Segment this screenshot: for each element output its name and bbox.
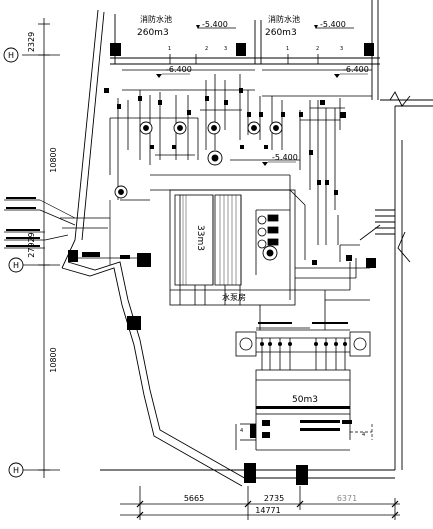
pool-right-title: 消防水池 (268, 14, 300, 24)
dim-vertical-lower: 10800 (49, 347, 58, 372)
pipe-mark-3a: 3 (224, 46, 227, 52)
dim-bottom-right: 6371 (337, 494, 357, 503)
level-marker-top-left: -6.400 (156, 65, 192, 78)
lower-equipment-valves (258, 322, 348, 346)
pipe-mark-2a: 2 (205, 46, 208, 52)
pool-left-level: -5.400 (202, 20, 228, 29)
svg-text:H: H (8, 51, 14, 60)
pool-right-capacity: 260m3 (265, 28, 297, 38)
bottom-dimension-ticks (136, 500, 399, 519)
svg-text:H: H (13, 261, 19, 270)
pipe-mark-1b: 1 (286, 46, 289, 52)
tank-50-details (250, 406, 352, 438)
structural-columns (68, 43, 374, 485)
dashed-leader (350, 424, 373, 440)
axis-marker-middle: H (8, 257, 24, 273)
dim-vertical-upper: 10800 (49, 147, 58, 172)
pipe-mark-2b: 2 (316, 46, 319, 52)
dim-bottom-total: 14771 (255, 506, 280, 515)
pool-suction-pipes (122, 54, 372, 97)
pool-left: 消防水池 260m3 -5.400 (137, 14, 236, 38)
valves (104, 88, 376, 268)
lower-equipment-rack (235, 327, 371, 370)
pump-room-controls (257, 214, 279, 249)
pipe-mark-3b: 3 (340, 46, 343, 52)
pipe-mark-1a: 1 (168, 46, 171, 52)
pool-left-title: 消防水池 (140, 14, 172, 24)
pool-right: 消防水池 260m3 -5.400 (265, 14, 354, 38)
axis-marker-bottom: H (8, 462, 24, 478)
level-marker-mid: -5.400 (262, 153, 298, 166)
svg-text:H: H (13, 466, 19, 475)
fire-pumps (114, 121, 283, 261)
dim-bottom-left: 5665 (184, 494, 204, 503)
pipe-mark-4b: 4 (362, 432, 365, 438)
pump-room-label: 水泵房 (222, 292, 246, 302)
pipe-mark-4a: 4 (240, 428, 243, 434)
axis-marker-top: H (3, 47, 19, 63)
building-outline (74, 0, 433, 479)
pool-right-level: -5.400 (320, 20, 346, 29)
dim-vertical-top: 2329 (27, 32, 36, 52)
tank-33-label: 33m3 (195, 225, 205, 251)
left-annotation-text-blocks (6, 197, 130, 259)
svg-text:-6.400: -6.400 (343, 65, 369, 74)
tank-50-label: 50m3 (292, 395, 318, 405)
bottom-dimension-chain (120, 486, 400, 520)
pool-left-capacity: 260m3 (137, 28, 169, 38)
svg-text:-6.400: -6.400 (166, 65, 192, 74)
svg-text:-5.400: -5.400 (272, 153, 298, 162)
level-marker-top-right: -6.400 (334, 65, 369, 78)
pump-room-box (169, 189, 296, 306)
dim-bottom-mid: 2735 (264, 494, 284, 503)
pump-room-hatching (182, 195, 237, 285)
